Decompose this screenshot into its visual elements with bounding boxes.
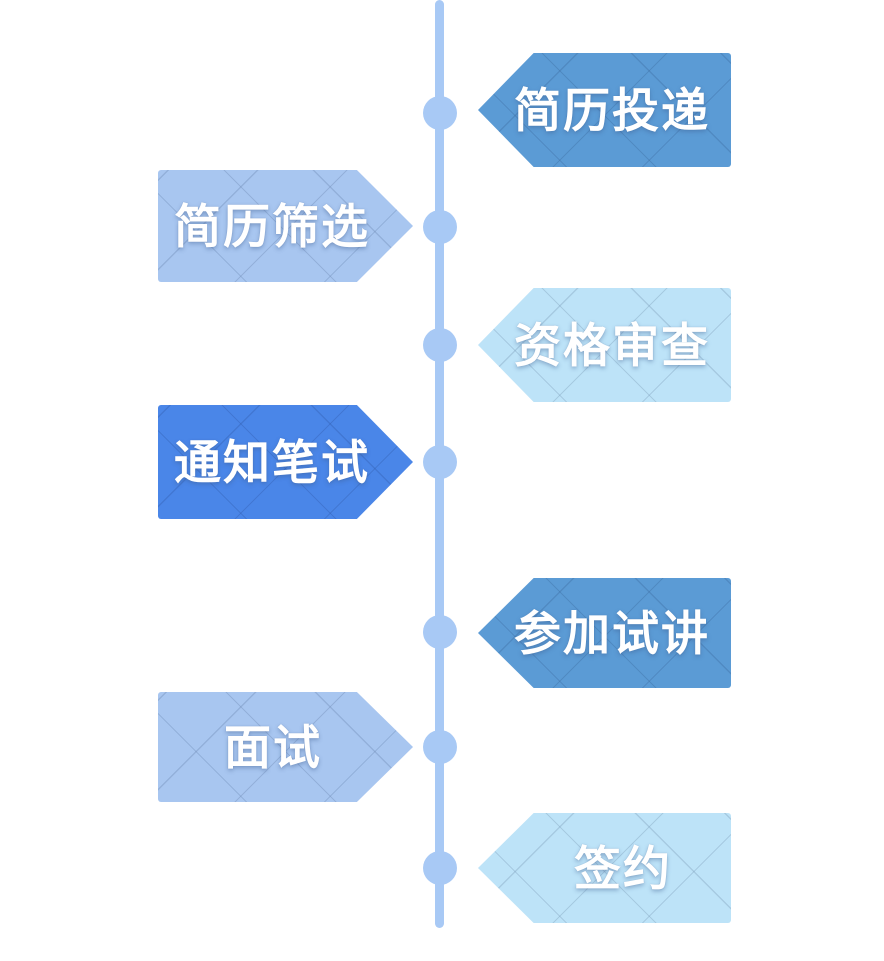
flow-step-resume-screening[interactable]: 简历筛选 (158, 170, 413, 282)
flow-step-label: 面试 (224, 720, 322, 774)
timeline-dot-6 (423, 730, 457, 764)
flow-step-interview[interactable]: 面试 (158, 692, 413, 802)
flow-step-label: 参加试讲 (514, 606, 710, 660)
flow-step-qualification-review[interactable]: 资格审查 (478, 288, 731, 402)
flow-step-label: 资格审查 (514, 318, 710, 372)
timeline-dot-4 (423, 445, 457, 479)
flow-step-label: 简历投递 (514, 83, 710, 137)
flow-step-written-exam-notice[interactable]: 通知笔试 (158, 405, 413, 519)
timeline-dot-2 (423, 210, 457, 244)
timeline-dot-1 (423, 96, 457, 130)
timeline-dot-3 (423, 328, 457, 362)
flow-step-resume-submission[interactable]: 简历投递 (478, 53, 731, 167)
flow-step-label: 签约 (574, 841, 672, 895)
flow-step-demo-lesson[interactable]: 参加试讲 (478, 578, 731, 688)
timeline-dot-7 (423, 851, 457, 885)
flow-step-label: 通知笔试 (174, 435, 370, 489)
flow-step-sign-contract[interactable]: 签约 (478, 813, 731, 923)
timeline-dot-5 (423, 615, 457, 649)
flow-step-label: 简历筛选 (174, 199, 370, 253)
